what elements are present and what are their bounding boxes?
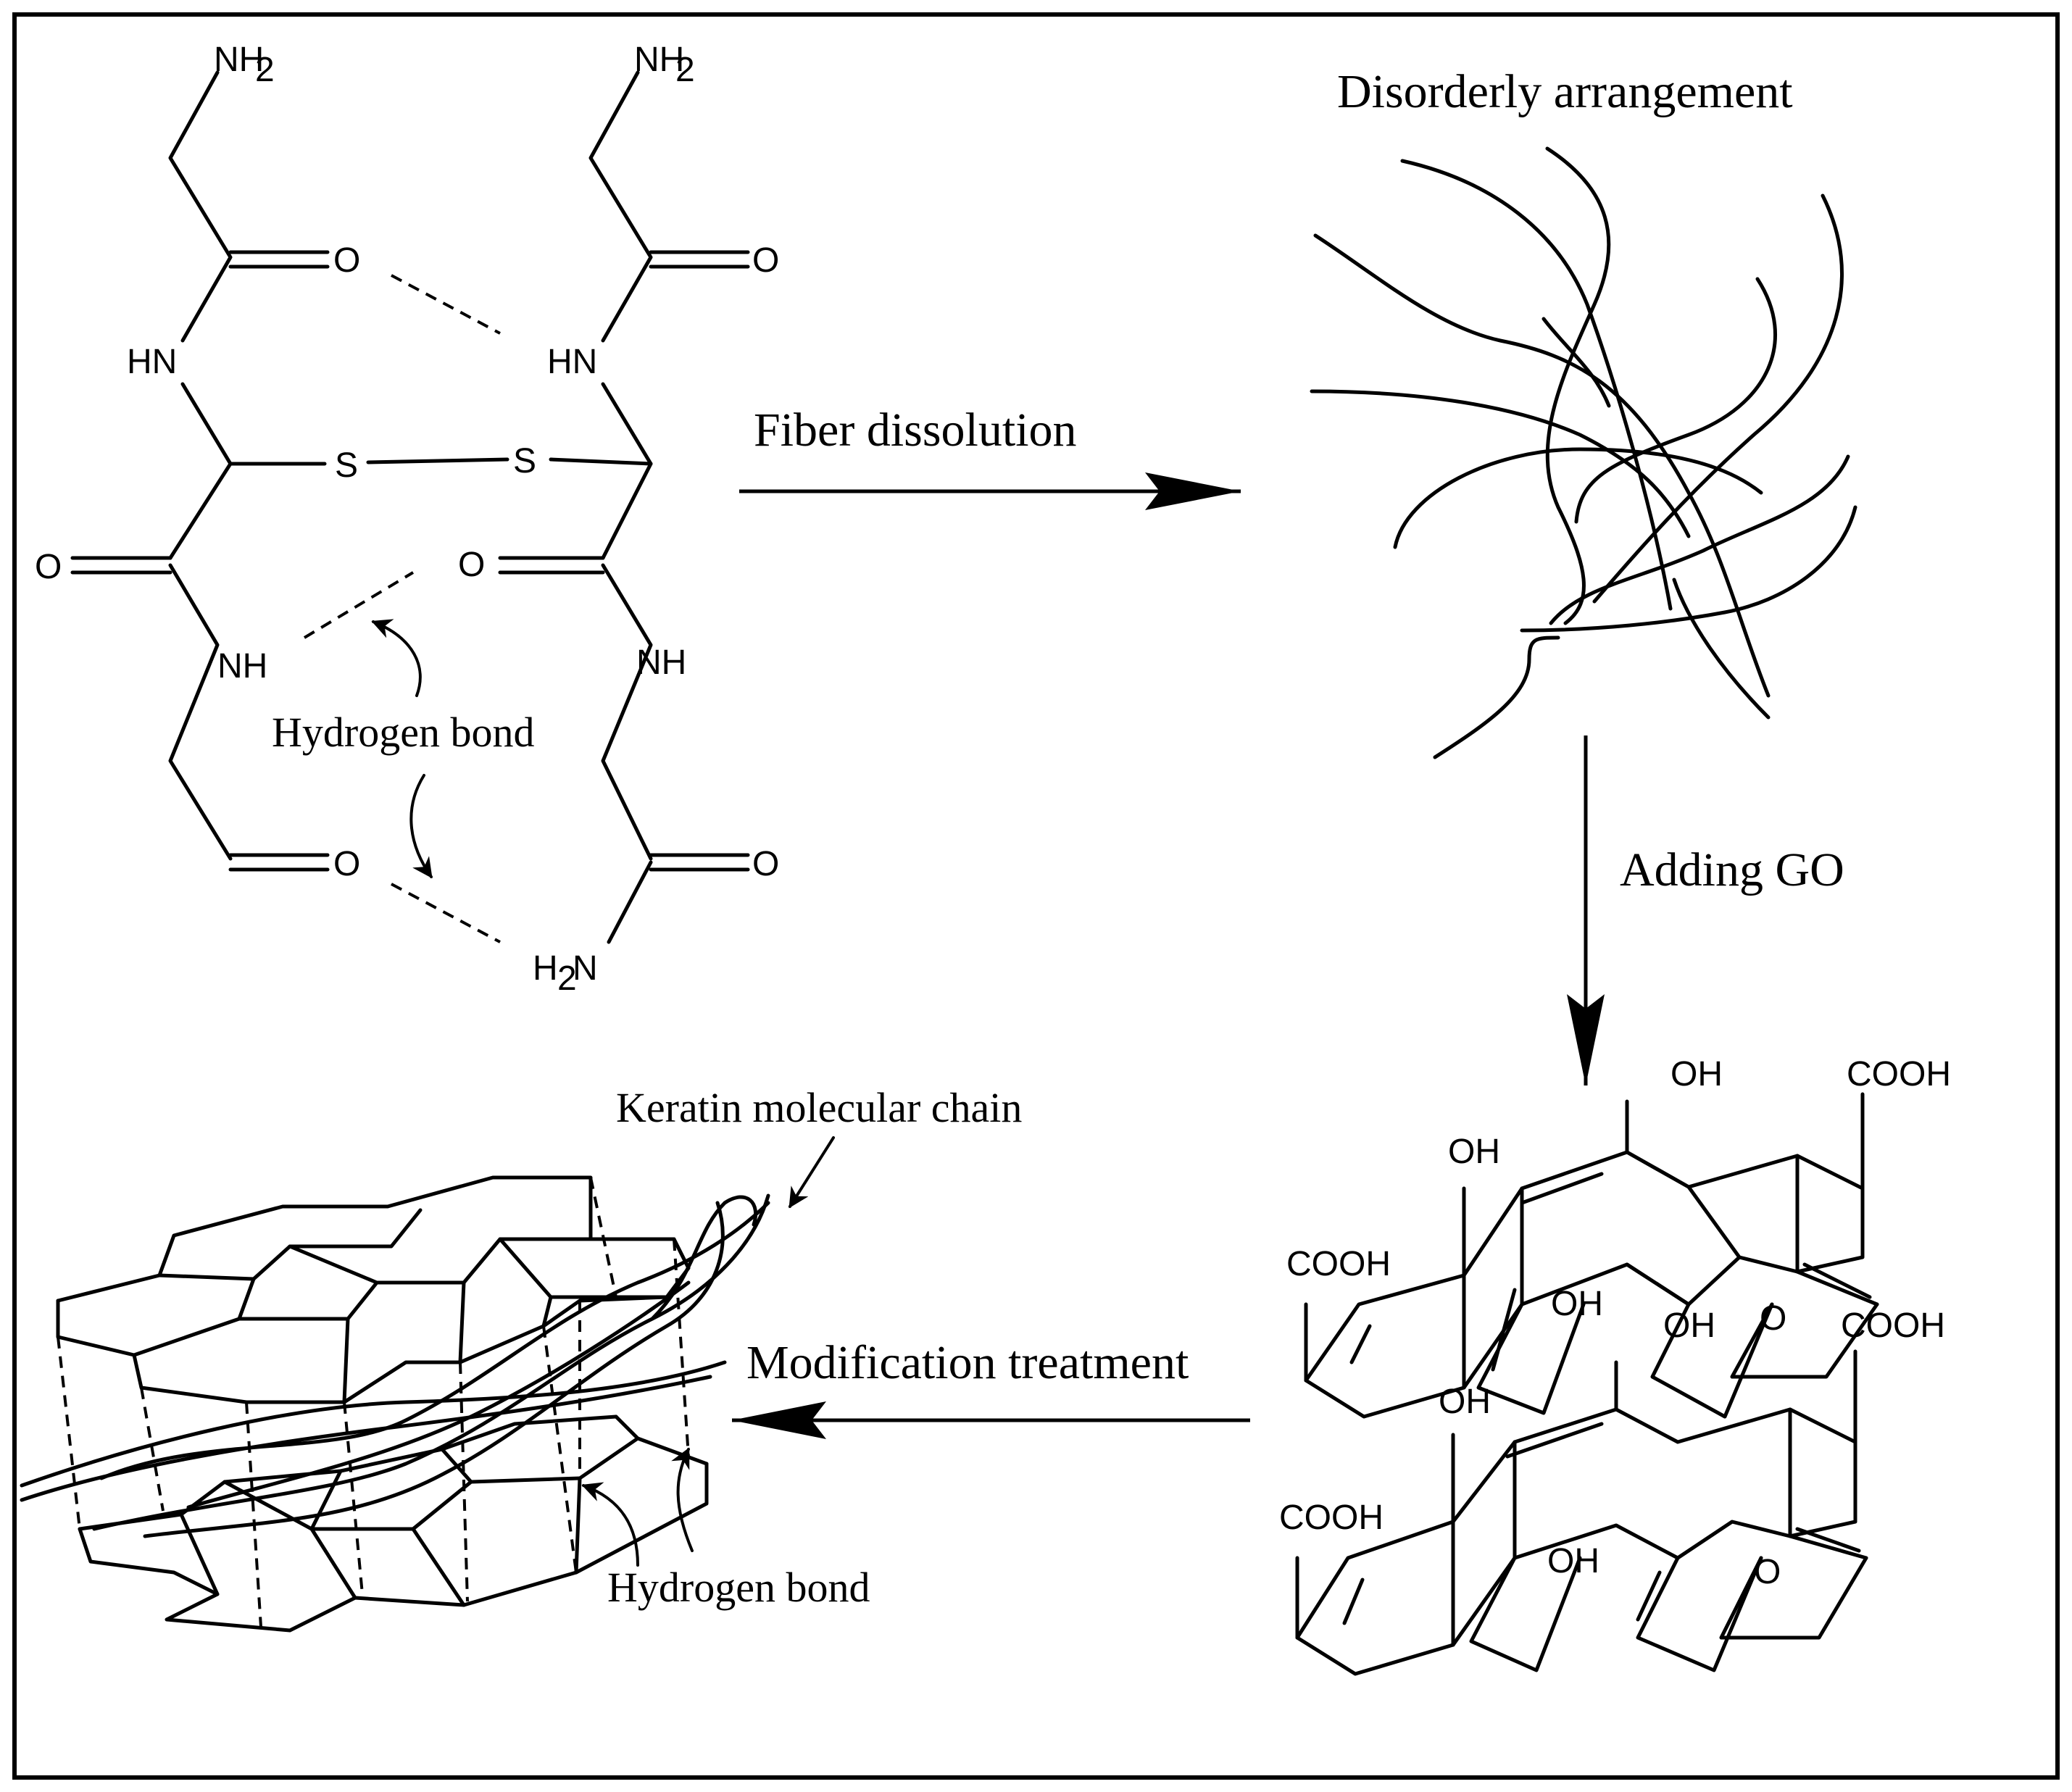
go-hydroxyl: OH [1448,1133,1500,1171]
fiber-dissolution-arrowhead [1145,472,1241,510]
hydrogen-bond-label-bottom: Hydrogen bond [607,1564,870,1611]
go-hydroxyl: OH [1551,1285,1603,1323]
fiber-dissolution-label: Fiber dissolution [754,404,1077,457]
atom-oxygen: O [458,546,485,584]
hydrogen-bond-label-top: Hydrogen bond [272,709,534,756]
fiber-dissolution-step: Fiber dissolution [739,404,1241,510]
atom-subscript: 2 [557,959,577,998]
modification-treatment-arrowhead [732,1401,826,1439]
atom-sulfur-left: S [335,446,358,485]
keratin-graphene-composite: Keratin molecular chain Hydrogen bond [20,1084,1022,1633]
atom-subscript: 2 [675,51,695,89]
outer-frame [12,12,2060,1780]
atom-oxygen: O [333,845,360,883]
keratin-molecular-chain-label: Keratin molecular chain [616,1084,1022,1131]
atom-h2n-h: H [533,949,558,988]
atom-oxygen: O [35,548,62,586]
atom-nh-right: NH [636,643,686,682]
go-hydroxyl: OH [1439,1383,1491,1421]
go-hydroxyl: OH [1663,1307,1715,1345]
disorderly-fibers: Disorderly arrangement [1310,65,1857,759]
go-hydroxyl: OH [1671,1055,1723,1093]
atom-hn-left: HN [127,343,177,381]
atom-sulfur-right: S [513,442,536,480]
atom-nh-left: NH [217,647,267,685]
adding-go-arrowhead [1567,994,1605,1085]
go-carboxyl: COOH [1847,1055,1951,1093]
atom-h2n-n: N [573,949,598,988]
graphene-oxide-structure: OH COOH OH COOH OH OH O COOH OH COOH OH … [1279,1055,1951,1676]
modification-treatment-label: Modification treatment [746,1336,1189,1389]
go-epoxy-oxygen: O [1754,1553,1781,1591]
go-carboxyl: COOH [1279,1499,1384,1537]
go-hydroxyl: OH [1547,1542,1599,1580]
go-carboxyl: COOH [1841,1307,1945,1345]
atom-hn-right: HN [547,343,597,381]
atom-oxygen: O [752,845,779,883]
atom-nh2-left: NH [214,41,264,79]
disorderly-arrangement-label: Disorderly arrangement [1337,65,1793,118]
go-epoxy-oxygen: O [1760,1299,1786,1338]
atom-oxygen: O [333,241,360,280]
modification-treatment-step: Modification treatment [732,1336,1250,1439]
keratin-structure: NH 2 NH 2 O O HN HN S S O O NH NH O O H … [35,41,779,998]
atom-subscript: 2 [255,51,275,89]
atom-oxygen: O [752,241,779,280]
go-carboxyl: COOH [1286,1245,1391,1283]
adding-go-label: Adding GO [1620,843,1844,896]
adding-go-step: Adding GO [1567,735,1844,1085]
atom-nh2-right: NH [634,41,684,79]
